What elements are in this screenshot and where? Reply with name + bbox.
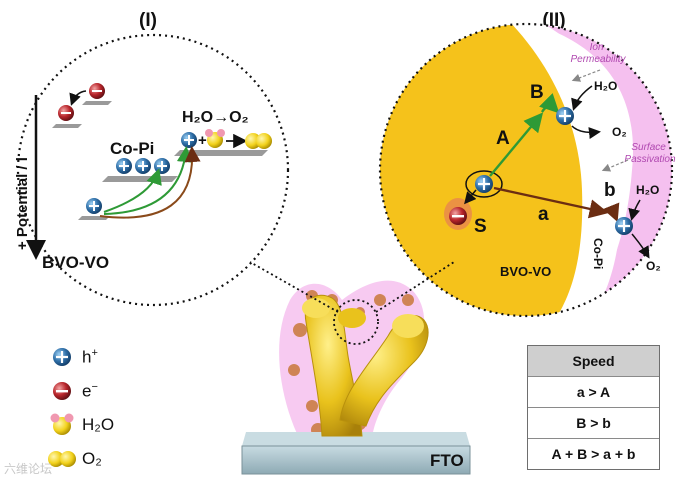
path-small-b-label: b bbox=[604, 180, 616, 201]
brown-curved-arrow bbox=[99, 146, 201, 219]
oxygen-molecule-icon bbox=[245, 133, 272, 149]
plus-sign bbox=[184, 135, 194, 145]
connector-right bbox=[375, 261, 455, 313]
surface-passivation-label: Surface Passivation bbox=[624, 142, 676, 165]
copi-gap bbox=[520, 24, 623, 316]
path-small-b-arrow bbox=[602, 202, 620, 223]
green-curved-arrow bbox=[103, 168, 162, 213]
bvo-vo-label-right: BVO-VO bbox=[500, 264, 551, 279]
site-s-label: S bbox=[474, 216, 487, 237]
minus-sign bbox=[61, 112, 71, 114]
path-a-arrow bbox=[489, 112, 544, 177]
copi-label-right: Co-Pi bbox=[591, 238, 605, 269]
bvo-grain bbox=[380, 24, 583, 316]
platform bbox=[52, 124, 82, 128]
legend-label: e− bbox=[82, 381, 98, 401]
water-in-arrow-top bbox=[571, 85, 593, 111]
speed-table-row: B > b bbox=[528, 407, 659, 438]
electron-transfer-group bbox=[52, 83, 112, 128]
electron-arrow bbox=[69, 90, 87, 106]
path-small-a-label: a bbox=[538, 204, 549, 225]
potential-axis-label: + Potential / l bbox=[14, 157, 31, 250]
reaction-text: H₂O→O₂ bbox=[182, 109, 249, 126]
minus-sign bbox=[92, 90, 102, 92]
panel-two: Ion Permeability Surface Passivation S A… bbox=[378, 22, 676, 318]
speed-table-header: Speed bbox=[528, 346, 659, 376]
watermark: 六维论坛 bbox=[4, 462, 53, 476]
water-label-bottom: H₂O bbox=[636, 183, 659, 197]
path-b-arrow bbox=[539, 93, 560, 114]
minus-sign bbox=[452, 215, 464, 218]
surface-passivation-line1: Surface bbox=[631, 142, 666, 153]
recombination-arrow bbox=[464, 189, 477, 205]
ion-permeability-line2: Permeability bbox=[570, 54, 626, 65]
legend-label: O₂ bbox=[82, 449, 102, 468]
rod-tip-left bbox=[302, 298, 330, 318]
plus-sign bbox=[56, 351, 68, 363]
platform bbox=[82, 101, 112, 105]
oxygen-label-top: O₂ bbox=[612, 125, 627, 139]
plus-sign bbox=[559, 110, 571, 122]
legend-label: H₂O bbox=[82, 415, 115, 434]
ion-permeability-label: Ion Permeability bbox=[570, 42, 626, 65]
water-molecule-icon bbox=[50, 413, 74, 435]
water-molecule-icon bbox=[205, 129, 225, 148]
fto-substrate bbox=[241, 445, 471, 475]
speed-table: Speed a > A B > b A + B > a + b bbox=[527, 345, 660, 470]
rod-tip-right bbox=[392, 314, 424, 338]
oxygen-out-arrow-bottom bbox=[631, 233, 650, 259]
plus-sign bbox=[618, 220, 630, 232]
bvo-vo-label-left: BVO-VO bbox=[42, 253, 109, 272]
surface-passivation-pointer bbox=[601, 159, 629, 172]
path-a-label: A bbox=[496, 128, 510, 149]
nanostructure: FTO bbox=[241, 280, 471, 475]
copi-label-left: Co-Pi bbox=[110, 139, 154, 158]
connector-left bbox=[249, 261, 339, 313]
rod-bump bbox=[338, 308, 366, 328]
magnifier-ring bbox=[333, 299, 379, 345]
bvo-rod-right bbox=[339, 315, 429, 427]
speed-table-row: a > A bbox=[528, 376, 659, 407]
legend-label: h+ bbox=[82, 347, 98, 367]
hole-highlight-ring bbox=[465, 170, 503, 198]
water-label-top: H₂O bbox=[594, 79, 617, 93]
oxygen-label-bottom: O₂ bbox=[646, 259, 661, 273]
panel-title-left: (I) bbox=[139, 10, 157, 31]
copi-platform bbox=[102, 176, 178, 182]
fto-label: FTO bbox=[430, 451, 464, 470]
panel-two-border bbox=[378, 22, 674, 318]
fto-top bbox=[242, 432, 470, 446]
speed-table-row: A + B > a + b bbox=[528, 438, 659, 469]
hole-trio bbox=[116, 158, 170, 174]
minus-sign bbox=[56, 390, 68, 393]
legend-icons bbox=[48, 348, 76, 467]
path-b-label: B bbox=[530, 82, 544, 103]
plus-sign bbox=[478, 178, 490, 190]
path-small-a-arrow bbox=[493, 186, 609, 219]
ion-permeability-line1: Ion bbox=[590, 42, 604, 53]
plus-sign bbox=[89, 201, 99, 211]
oxygen-out-arrow-top bbox=[571, 125, 601, 139]
green-curved-arrow bbox=[103, 146, 193, 215]
plus-signs bbox=[119, 161, 167, 171]
oxygen-molecule-icon bbox=[48, 451, 76, 467]
surface-passivation-line2: Passivation bbox=[624, 154, 676, 165]
reaction-plus: + bbox=[198, 132, 207, 149]
panel-one: + Potential / l BVO-VO Co-Pi H₂O→O₂ + bbox=[14, 33, 290, 307]
water-in-arrow-bottom bbox=[628, 199, 641, 221]
reaction-platform bbox=[174, 150, 268, 156]
